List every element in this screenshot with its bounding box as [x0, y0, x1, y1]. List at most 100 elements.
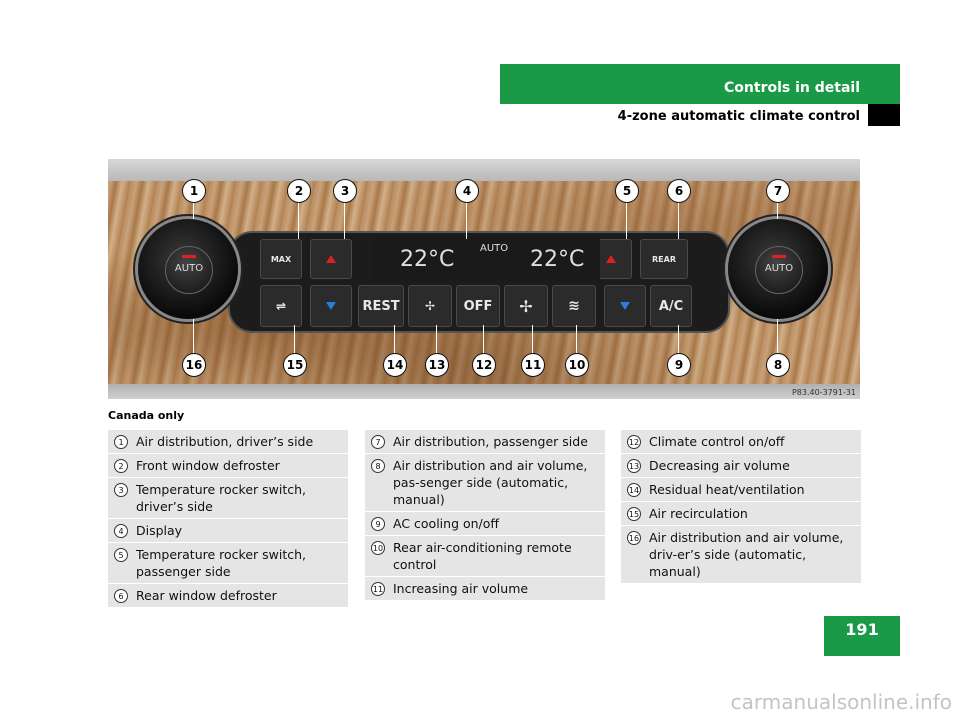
legend-item: 5 Temperature rocker switch, passenger si…: [108, 543, 348, 584]
legend-text: Residual heat/ventilation: [649, 481, 857, 498]
leader-line: [678, 325, 679, 353]
callout-12: 12: [472, 353, 496, 377]
leader-line: [466, 201, 467, 239]
trim-top: [108, 159, 860, 181]
legend-text: Front window defroster: [136, 457, 344, 474]
temp-down-driver-button: [310, 285, 352, 327]
legend-text: Temperature rocker switch, passenger sid…: [136, 546, 344, 580]
ac-label: A/C: [659, 299, 683, 314]
section-header-bar: Controls in detail: [500, 64, 900, 104]
callout-13: 13: [425, 353, 449, 377]
page-subtitle: 4-zone automatic climate control: [618, 109, 860, 124]
legend-item: 13 Decreasing air volume: [621, 454, 861, 478]
legend-number: 15: [627, 507, 641, 521]
display-auto: AUTO: [480, 243, 508, 254]
rear-climate-button: ≋: [552, 285, 596, 327]
callout-15: 15: [283, 353, 307, 377]
left-knob-label: AUTO: [166, 263, 212, 274]
legend-item: 6 Rear window defroster: [108, 584, 348, 608]
right-knob-label: AUTO: [756, 263, 802, 274]
right-knob: AUTO: [728, 219, 828, 319]
leader-line: [294, 325, 295, 353]
leader-line: [193, 319, 194, 353]
legend-item: 1 Air distribution, driver’s side: [108, 430, 348, 454]
leader-line: [344, 201, 345, 239]
arrow-up-icon: [606, 255, 616, 263]
callout-2: 2: [287, 179, 311, 203]
legend-item: 11 Increasing air volume: [365, 577, 605, 601]
leader-line: [298, 201, 299, 239]
off-label: OFF: [464, 299, 493, 314]
callout-7: 7: [766, 179, 790, 203]
legend-text: Decreasing air volume: [649, 457, 857, 474]
legend-item: 2 Front window defroster: [108, 454, 348, 478]
climate-display: 22°C AUTO 22°C: [370, 237, 600, 281]
max-label: MAX: [271, 255, 291, 264]
legend-number: 12: [627, 435, 641, 449]
fan-decrease-button: ✢: [408, 285, 452, 327]
header-marker: [868, 104, 900, 126]
rest-label: REST: [362, 299, 399, 314]
legend-number: 6: [114, 589, 128, 603]
legend-number: 1: [114, 435, 128, 449]
rest-button: REST: [358, 285, 404, 327]
legend-number: 7: [371, 435, 385, 449]
legend-text: Rear window defroster: [136, 587, 344, 604]
legend-number: 14: [627, 483, 641, 497]
rear-label: REAR: [652, 255, 676, 264]
figure-caption: Canada only: [108, 409, 184, 422]
leader-line: [777, 201, 778, 219]
rear-defroster-button: REAR: [640, 239, 688, 279]
fan-increase-button: ✢: [504, 285, 548, 327]
leader-line: [436, 325, 437, 353]
legend-text: Air recirculation: [649, 505, 857, 522]
legend-number: 13: [627, 459, 641, 473]
legend-text: Temperature rocker switch, driver’s side: [136, 481, 344, 515]
legend-number: 5: [114, 548, 128, 562]
front-defroster-button: MAX: [260, 239, 302, 279]
display-right-temp: 22°C: [530, 247, 584, 272]
legend-item: 7 Air distribution, passenger side: [365, 430, 605, 454]
legend-column-1: 1 Air distribution, driver’s side 2 Front …: [108, 430, 348, 608]
leader-line: [193, 201, 194, 219]
legend-text: Air distribution and air volume, pas-sen…: [393, 457, 601, 508]
callout-6: 6: [667, 179, 691, 203]
legend-item: 15 Air recirculation: [621, 502, 861, 526]
legend-number: 2: [114, 459, 128, 473]
callout-16: 16: [182, 353, 206, 377]
right-knob-indicator: [772, 255, 786, 258]
leader-line: [576, 325, 577, 353]
left-knob: AUTO: [138, 219, 238, 319]
legend-text: Rear air-conditioning remote control: [393, 539, 601, 573]
ac-button: A/C: [650, 285, 692, 327]
callout-14: 14: [383, 353, 407, 377]
callout-4: 4: [455, 179, 479, 203]
callout-3: 3: [333, 179, 357, 203]
recirculation-button: ⇌: [260, 285, 302, 327]
legend-number: 3: [114, 483, 128, 497]
legend-item: 3 Temperature rocker switch, driver’s sid…: [108, 478, 348, 519]
leader-line: [626, 201, 627, 239]
legend-text: Air distribution, driver’s side: [136, 433, 344, 450]
legend-number: 10: [371, 541, 385, 555]
legend-number: 11: [371, 582, 385, 596]
legend-text: Air distribution and air volume, driv-er…: [649, 529, 857, 580]
leader-line: [678, 201, 679, 239]
temp-up-driver-button: [310, 239, 352, 279]
section-title: Controls in detail: [724, 80, 860, 96]
page-number: 191: [824, 616, 900, 656]
left-knob-indicator: [182, 255, 196, 258]
callout-11: 11: [521, 353, 545, 377]
callout-9: 9: [667, 353, 691, 377]
legend-text: Increasing air volume: [393, 580, 601, 597]
legend-text: Air distribution, passenger side: [393, 433, 601, 450]
callout-5: 5: [615, 179, 639, 203]
arrow-down-icon: [326, 302, 336, 310]
legend-text: Display: [136, 522, 344, 539]
callout-1: 1: [182, 179, 206, 203]
